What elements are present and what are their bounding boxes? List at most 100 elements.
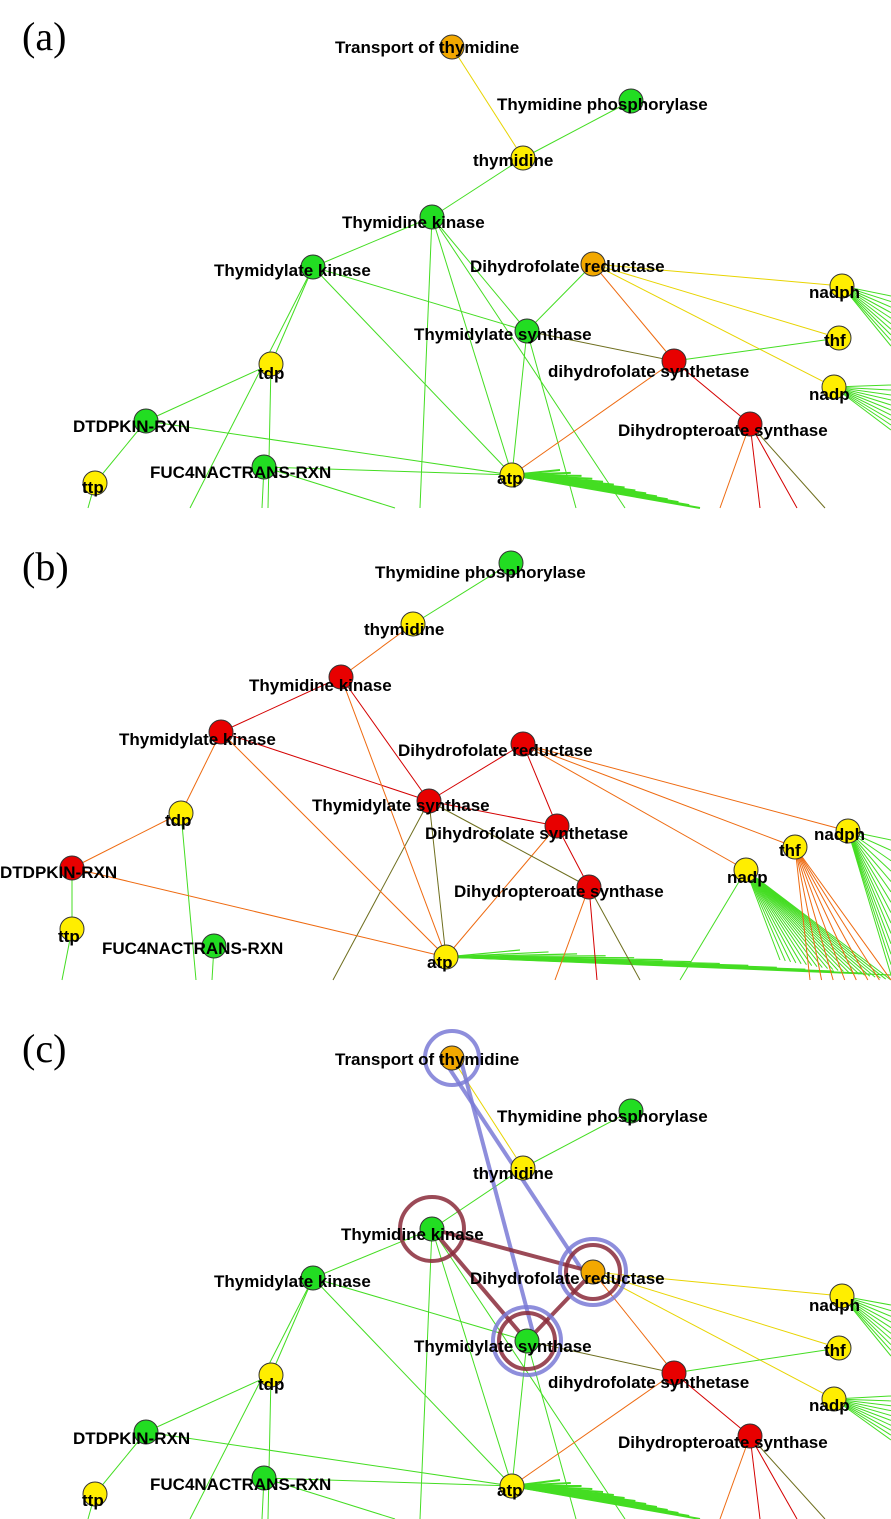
panel-a-node-label-fuc: FUC4NACTRANS-RXN bbox=[150, 463, 331, 482]
panel-a-edge-tdp-dtdpkin bbox=[145, 363, 272, 422]
panel-b-node-tmk bbox=[208, 719, 234, 745]
panel-c-edge-dhfr-thf bbox=[592, 1271, 840, 1349]
panel-c-edge-tk-tmk bbox=[312, 1228, 433, 1279]
panel-b-edge-bundle-nadp bbox=[745, 869, 844, 972]
panel-c-edge-tk-atp bbox=[431, 1228, 513, 1487]
panel-b-node-label-tp: Thymidine phosphorylase bbox=[375, 563, 586, 582]
panel-a-node-transport bbox=[439, 34, 465, 60]
panel-c-highlight-link-tk-ts bbox=[430, 1227, 529, 1343]
panel-c-edge-tmk-tdp bbox=[270, 1277, 314, 1376]
panel-c-node-label-ttp: ttp bbox=[82, 1491, 104, 1510]
panel-b-edge-ts-atp bbox=[428, 800, 447, 958]
panel-c-edge-ts-dhfs bbox=[526, 1340, 675, 1374]
panel-b-edge-bundle-nadp bbox=[745, 869, 818, 967]
panel-c-highlight-ring-dhfr bbox=[564, 1243, 622, 1301]
panel-b-edge-bundle-nadph bbox=[847, 830, 891, 913]
panel-c-node-label-dhfr: Dihydrofolate reductase bbox=[470, 1269, 665, 1288]
panel-c-highlight-ring-tk bbox=[398, 1195, 466, 1263]
panel-b-edge-bundle-thf bbox=[794, 846, 811, 981]
panel-a-edge-ts-atp bbox=[511, 330, 528, 476]
panel-c-edge-fuc-atp bbox=[263, 1477, 513, 1487]
panel-c-node-label-thymidine: thymidine bbox=[473, 1164, 553, 1183]
panel-c-highlight-ring-ts bbox=[491, 1305, 563, 1377]
panel-b-edge-ts-dhfs bbox=[428, 800, 558, 827]
panel-c-node-label-nadp: nadp bbox=[809, 1396, 850, 1415]
panel-b-edge-ts-dhfr bbox=[428, 743, 524, 802]
panel-c-node-tp bbox=[618, 1098, 644, 1124]
panel-a-edge-tk-tmk bbox=[312, 216, 433, 268]
panel-c-edge-bundle-nadph bbox=[841, 1295, 891, 1357]
highlight-rings-layer bbox=[398, 1029, 628, 1377]
panel-a-edge-dhfs-dhps bbox=[673, 360, 751, 425]
panel-a-edge-tk-atp bbox=[431, 216, 513, 476]
panel-a-edge-dhps-offscreen bbox=[749, 423, 798, 509]
panel-c-edge-fuc-offscreen bbox=[263, 1477, 396, 1519]
panel-a-node-atp bbox=[499, 462, 525, 488]
panel-c-edge-dhfs-dhps bbox=[673, 1372, 751, 1437]
panel-a-edge-ts-offscreen bbox=[526, 330, 577, 509]
panel-a-node-dhfr bbox=[580, 251, 606, 277]
panel-b-node-label-dhfs: Dihydrofolate synthetase bbox=[425, 824, 628, 843]
panel-b-edge-dhps-offscreen bbox=[588, 886, 641, 981]
panel-c-edge-ts-atp bbox=[511, 1340, 528, 1487]
panel-c-edge-thymidine-tk bbox=[431, 1167, 524, 1230]
panel-c-edge-tdp-dtdpkin bbox=[145, 1374, 272, 1433]
panel-c-node-fuc bbox=[251, 1465, 277, 1491]
panel-a-edge-dhps-offscreen bbox=[719, 423, 751, 509]
panel-c-node-label-atp: atp bbox=[497, 1481, 523, 1500]
panel-a-edge-dhfr-thf bbox=[592, 263, 840, 339]
panel-c-node-thf bbox=[826, 1335, 852, 1361]
panel-c-edge-dhfs-atp bbox=[511, 1372, 675, 1487]
panel-a-edge-tmk-tdp bbox=[270, 266, 314, 365]
panel-a-node-label-dtdpkin: DTDPKIN-RXN bbox=[73, 417, 190, 436]
panel-c-node-transport bbox=[439, 1045, 465, 1071]
panel-b-node-nadp bbox=[733, 857, 759, 883]
panel-b-node-nadph bbox=[835, 818, 861, 844]
panel-b-edge-bundle-nadp bbox=[745, 869, 828, 969]
panel-a-edge-tk-ts bbox=[431, 216, 528, 332]
panel-b-edge-thymidine-tk bbox=[340, 623, 414, 678]
panel-c-node-label-fuc: FUC4NACTRANS-RXN bbox=[150, 1475, 331, 1494]
panel-c-edge-dhps-offscreen bbox=[749, 1435, 798, 1519]
panel-c-node-label-tp: Thymidine phosphorylase bbox=[497, 1107, 708, 1126]
panel-b-edge-bundle-nadph bbox=[847, 830, 891, 903]
panel-b-node-ttp bbox=[59, 916, 85, 942]
panel-b-edge-bundle-nadp bbox=[745, 869, 797, 964]
panel-a-edge-dtdpkin-ttp bbox=[94, 420, 147, 484]
panel-c-edge-tmk-offscreen bbox=[189, 1277, 314, 1519]
panel-c-edge-tmk-ts bbox=[312, 1277, 528, 1342]
panel-a-edge-dhfr-nadph bbox=[592, 263, 843, 287]
panel-a-node-label-transport: Transport of thymidine bbox=[335, 38, 519, 57]
panel-c-edge-tk-offscreen bbox=[419, 1228, 433, 1519]
panel-b-edge-bundle-nadp bbox=[745, 869, 823, 968]
panel-a-edge-transport-thymidine bbox=[451, 46, 524, 159]
panel-c-edge-dtdpkin-ttp bbox=[94, 1431, 147, 1495]
panel-a-node-dtdpkin bbox=[133, 408, 159, 434]
panel-b-edge-bundle-nadph bbox=[847, 830, 891, 945]
nodes-layer bbox=[59, 34, 861, 1507]
panel-c-highlight-ring-ts bbox=[497, 1311, 557, 1371]
panel-a-node-thf bbox=[826, 325, 852, 351]
panel-c-node-tk bbox=[419, 1216, 445, 1242]
panel-a-edge-tk-offscreen bbox=[431, 216, 626, 509]
panel-a-node-label-dhfr: Dihydrofolate reductase bbox=[470, 257, 665, 276]
panel-a-node-label-tk: Thymidine kinase bbox=[342, 213, 485, 232]
panel-b-node-thymidine bbox=[400, 611, 426, 637]
panel-b-edge-nadp-offscreen bbox=[679, 869, 747, 981]
panel-b-edge-dhps-offscreen bbox=[554, 886, 590, 981]
panel-c-node-label-dtdpkin: DTDPKIN-RXN bbox=[73, 1429, 190, 1448]
panel-a-node-label-thymidine: thymidine bbox=[473, 151, 553, 170]
panel-b-edge-bundle-thf bbox=[794, 846, 869, 981]
panel-b-node-label-ts: Thymidylate synthase bbox=[312, 796, 490, 815]
panel-b-edge-tmk-atp bbox=[220, 731, 447, 958]
panel-c-node-nadph bbox=[829, 1283, 855, 1309]
panel-a-edge-dtdpkin-atp bbox=[145, 420, 513, 476]
panel-a-node-label-tp: Thymidine phosphorylase bbox=[497, 95, 708, 114]
panel-b-node-atp bbox=[433, 944, 459, 970]
panel-b-edge-bundle-nadp bbox=[745, 869, 792, 963]
panel-a-node-label-ttp: ttp bbox=[82, 478, 104, 497]
panel-c-node-label-nadph: nadph bbox=[809, 1296, 860, 1315]
panel-a-edge-bundle-atp bbox=[511, 474, 701, 509]
panel-a-node-label-ts: Thymidylate synthase bbox=[414, 325, 592, 344]
panel-b-edge-bundle-nadp bbox=[745, 869, 834, 970]
